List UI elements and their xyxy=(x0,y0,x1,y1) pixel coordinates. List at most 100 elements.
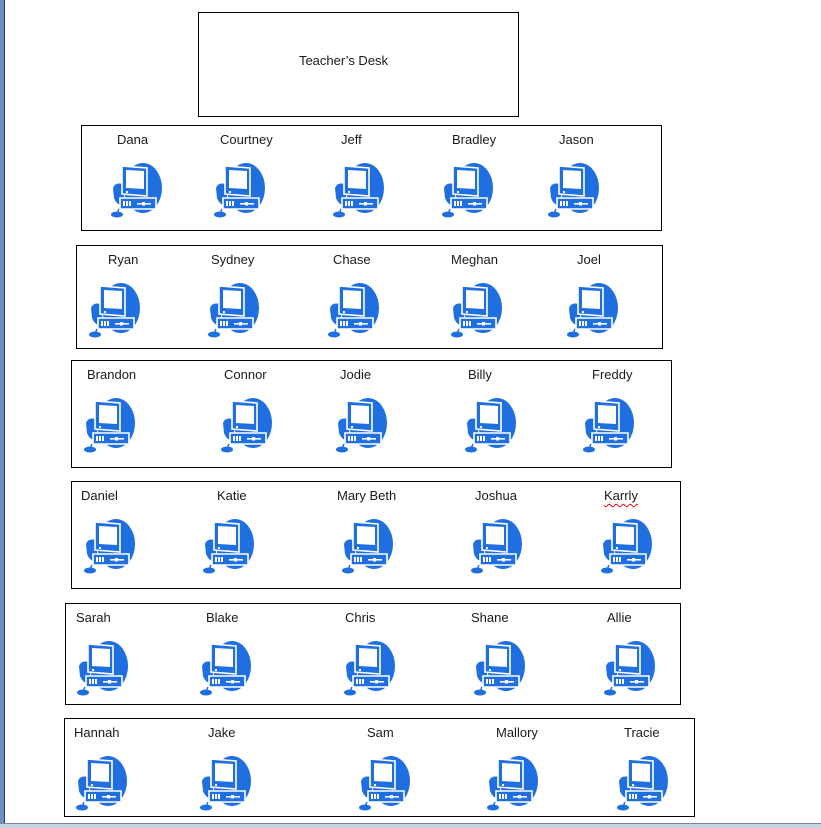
seat: Sydney xyxy=(77,246,259,341)
computer-icon xyxy=(485,755,539,811)
computer-icon xyxy=(198,640,252,696)
seating-row-1: Dana Courtney Jeff xyxy=(81,125,662,231)
student-name: Courtney xyxy=(220,132,273,147)
seat: Jake xyxy=(65,719,251,814)
seating-row-3: Brandon Connor Jodie xyxy=(71,360,672,468)
seat: Dana xyxy=(82,126,162,221)
student-name: Sydney xyxy=(211,252,255,267)
computer-icon xyxy=(87,282,141,338)
seat: Connor xyxy=(72,361,272,456)
seat: Karrly xyxy=(72,482,652,577)
student-name: Jodie xyxy=(340,367,372,382)
computer-icon xyxy=(357,755,411,811)
student-name: Sam xyxy=(367,725,394,740)
student-name: Chris xyxy=(345,610,376,625)
computer-icon xyxy=(565,282,619,338)
computer-icon xyxy=(109,162,163,218)
computer-icon xyxy=(440,162,494,218)
student-name: Ryan xyxy=(108,252,139,267)
student-name: Mary Beth xyxy=(337,488,397,503)
seat: Shane xyxy=(66,604,525,699)
computer-icon xyxy=(82,397,136,453)
seat: Meghan xyxy=(77,246,502,341)
student-name: Meghan xyxy=(451,252,498,267)
seat: Katie xyxy=(72,482,254,577)
seat: Billy xyxy=(72,361,516,456)
seat: Allie xyxy=(66,604,655,699)
student-name: Mallory xyxy=(496,725,538,740)
student-name: Freddy xyxy=(592,367,633,382)
computer-icon xyxy=(463,397,517,453)
computer-icon xyxy=(449,282,503,338)
seat: Bradley xyxy=(82,126,496,221)
computer-icon xyxy=(602,640,656,696)
seat: Daniel xyxy=(72,482,152,577)
seat: Mary Beth xyxy=(72,482,396,577)
student-name: Shane xyxy=(471,610,509,625)
seat: Freddy xyxy=(72,361,634,456)
computer-icon xyxy=(546,162,600,218)
student-name: Joel xyxy=(577,252,601,267)
window-left-edge xyxy=(0,0,5,827)
seat: Hannah xyxy=(65,719,145,814)
student-name: Jason xyxy=(559,132,594,147)
computer-icon xyxy=(219,397,273,453)
seat: Sam xyxy=(65,719,410,814)
student-name: Chase xyxy=(333,252,371,267)
seating-row-5: Sarah Blake Chris xyxy=(65,603,681,705)
computer-icon xyxy=(82,518,136,574)
student-name: Hannah xyxy=(74,725,120,740)
computer-icon xyxy=(74,755,128,811)
student-name: Connor xyxy=(224,367,267,382)
computer-icon xyxy=(75,640,129,696)
computer-icon xyxy=(198,755,252,811)
seat: Brandon xyxy=(72,361,152,456)
student-name: Jake xyxy=(208,725,236,740)
seating-row-2: Ryan Sydney Chase xyxy=(76,245,663,349)
seat: Blake xyxy=(66,604,251,699)
computer-icon xyxy=(334,397,388,453)
student-name: Dana xyxy=(117,132,149,147)
computer-icon xyxy=(615,755,669,811)
student-name: Bradley xyxy=(452,132,497,147)
seat: Sarah xyxy=(66,604,146,699)
seating-row-6: Hannah Jake Sam xyxy=(64,718,695,817)
student-name: Sarah xyxy=(76,610,111,625)
computer-icon xyxy=(472,640,526,696)
seat: Jodie xyxy=(72,361,387,456)
window-bottom-edge xyxy=(0,823,821,828)
student-name: Allie xyxy=(607,610,632,625)
seating-row-4: Daniel Katie Mary Beth xyxy=(71,481,681,589)
student-name: Jeff xyxy=(341,132,362,147)
seat: Tracie xyxy=(65,719,668,814)
student-name: Joshua xyxy=(475,488,517,503)
computer-icon xyxy=(212,162,266,218)
seat: Jeff xyxy=(82,126,384,221)
seat: Joshua xyxy=(72,482,522,577)
student-name: Blake xyxy=(206,610,239,625)
computer-icon xyxy=(581,397,635,453)
desk-label: Teacher’s Desk xyxy=(298,53,389,68)
computer-icon xyxy=(331,162,385,218)
student-name: Tracie xyxy=(624,725,660,740)
seat: Chris xyxy=(66,604,395,699)
computer-icon xyxy=(340,518,394,574)
computer-icon xyxy=(206,282,260,338)
seat: Courtney xyxy=(82,126,273,221)
student-name: Daniel xyxy=(81,488,118,503)
seat: Mallory xyxy=(65,719,538,814)
seat: Joel xyxy=(77,246,618,341)
student-name: Karrly xyxy=(604,488,638,503)
seat: Jason xyxy=(82,126,599,221)
computer-icon xyxy=(326,282,380,338)
seat: Chase xyxy=(77,246,379,341)
computer-icon xyxy=(599,518,653,574)
computer-icon xyxy=(469,518,523,574)
computer-icon xyxy=(201,518,255,574)
student-name: Katie xyxy=(217,488,247,503)
student-name: Brandon xyxy=(87,367,137,382)
seat: Ryan xyxy=(77,246,157,341)
computer-icon xyxy=(342,640,396,696)
student-name: Billy xyxy=(468,367,492,382)
teachers-desk: Teacher’s Desk xyxy=(198,12,519,117)
